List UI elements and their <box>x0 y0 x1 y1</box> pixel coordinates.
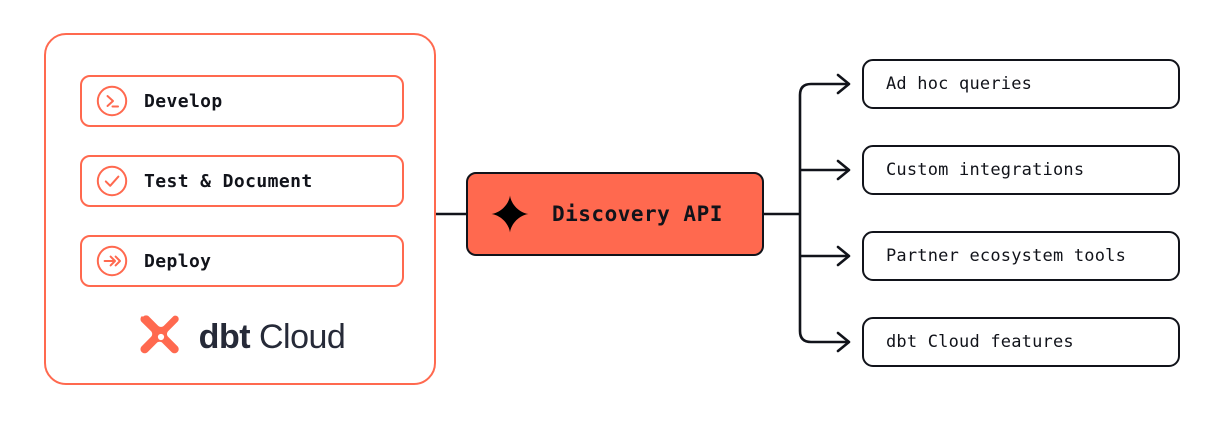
discovery-api-node[interactable]: Discovery API <box>466 172 764 256</box>
stage-label-deploy: Deploy <box>144 250 212 272</box>
stage-label-develop: Develop <box>144 90 223 112</box>
stage-item-test-and-document[interactable]: Test & Document <box>80 155 404 207</box>
stage-label-test-and-document: Test & Document <box>144 170 313 192</box>
dbt-cloud-panel: Develop Test & Document Deploy <box>44 33 436 385</box>
arrowhead-1 <box>836 159 851 181</box>
check-circle-icon <box>96 165 128 197</box>
dbt-wordmark-bold: dbt <box>198 318 251 356</box>
edge-branch-0 <box>798 82 848 96</box>
edge-branch-3 <box>798 330 848 344</box>
arrowhead-3 <box>836 331 851 353</box>
arrowhead-2 <box>836 245 851 267</box>
terminal-prompt-icon <box>96 85 128 117</box>
consumer-label: Custom integrations <box>886 160 1085 180</box>
arrowhead-0 <box>836 73 851 95</box>
dbt-cloud-logo-lockup: dbt Cloud <box>46 307 434 367</box>
fast-forward-arrow-icon <box>96 245 128 277</box>
consumer-label: dbt Cloud features <box>886 332 1074 352</box>
dbt-cloud-wordmark: dbt Cloud <box>199 320 346 354</box>
consumer-box-custom-integrations[interactable]: Custom integrations <box>862 145 1180 195</box>
stage-item-develop[interactable]: Develop <box>80 75 404 127</box>
dbt-wordmark-light: Cloud <box>258 318 346 356</box>
consumer-box-dbt-cloud-features[interactable]: dbt Cloud features <box>862 317 1180 367</box>
consumer-box-ad-hoc-queries[interactable]: Ad hoc queries <box>862 59 1180 109</box>
stage-item-deploy[interactable]: Deploy <box>80 235 404 287</box>
consumer-box-partner-ecosystem-tools[interactable]: Partner ecosystem tools <box>862 231 1180 281</box>
discovery-api-label: Discovery API <box>552 202 723 226</box>
sparkle-icon <box>491 195 529 233</box>
consumer-label: Ad hoc queries <box>886 74 1033 94</box>
consumer-label: Partner ecosystem tools <box>886 246 1127 266</box>
dbt-x-mark-icon <box>140 315 179 354</box>
